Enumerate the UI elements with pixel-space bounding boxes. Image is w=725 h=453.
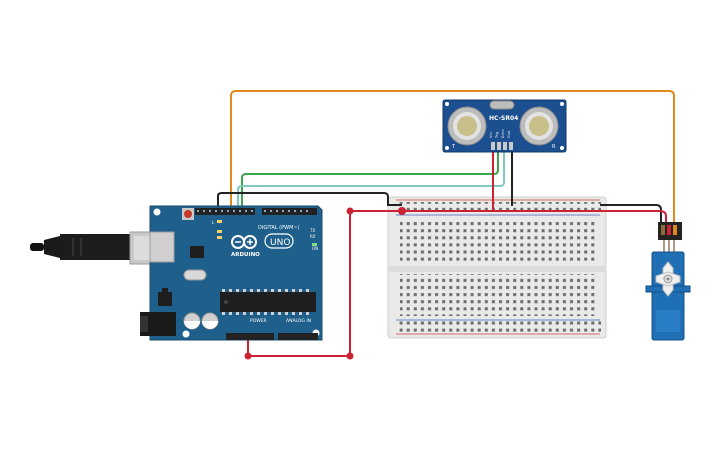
on-led-label: ON [312, 246, 318, 251]
voltage-regulator-tab [162, 288, 168, 292]
usb-chip [190, 246, 204, 258]
pin-label-echo: Echo [501, 130, 505, 139]
sensor-pin-header[interactable] [491, 142, 513, 150]
breadboard-bottom-power-rail [396, 319, 601, 335]
atmega-microcontroller [220, 292, 316, 312]
junction-dot[interactable] [398, 207, 406, 215]
l-led [217, 220, 222, 223]
servo-label-area [656, 310, 680, 332]
breadboard-center-channel [388, 266, 606, 272]
wire-black-arduino-gnd[interactable] [217, 192, 402, 212]
micro-servo-motor[interactable] [645, 222, 691, 341]
voltage-regulator [158, 292, 172, 306]
left-transducer [447, 106, 487, 146]
power-pin-header[interactable] [226, 333, 274, 340]
right-transducer [519, 106, 559, 146]
breadboard-terminal-top [400, 222, 596, 264]
sensor-corner-left: T [451, 144, 456, 150]
breadboard[interactable] [387, 196, 607, 339]
usb-b-port[interactable] [149, 231, 175, 263]
brand-label: ARDUINO [231, 252, 260, 258]
wire-orange-servo-signal[interactable] [230, 90, 675, 232]
pin-label-gnd: Gnd [507, 131, 511, 138]
mounting-hole [182, 330, 190, 338]
breadboard-top-power-rail [396, 199, 601, 216]
analog-pin-header[interactable] [278, 333, 318, 340]
wire-green-trig[interactable] [241, 150, 499, 212]
sensor-corner-right: R [552, 144, 556, 150]
uno-badge [264, 233, 294, 249]
sensor-label: HC-SR04 [489, 115, 518, 122]
digital-header-label: DIGITAL (PWM~) [258, 225, 300, 231]
on-led [312, 243, 317, 246]
power-header-label: POWER [250, 318, 267, 324]
pin-label-trig: Trig [495, 132, 499, 139]
reset-button-cap[interactable] [184, 210, 192, 218]
pin-label-vcc: Vcc [489, 132, 493, 138]
junction-dot[interactable] [346, 207, 354, 215]
wire-teal-echo[interactable] [237, 150, 505, 212]
rx-label: RX [310, 234, 316, 239]
wire-black-servo-gnd[interactable] [600, 204, 662, 232]
crystal [183, 269, 207, 281]
hc-sr04-ultrasonic-sensor[interactable]: HC-SR04 T R Vcc Trig Echo Gnd [442, 99, 567, 153]
arduino-uno-board[interactable]: DIGITAL (PWM~) TX RX L ON ARDUINO UNO [140, 205, 323, 341]
breadboard-terminal-bottom [400, 274, 596, 316]
mounting-hole [153, 208, 161, 216]
junction-dot[interactable] [346, 352, 354, 360]
l-led-label: L [212, 220, 215, 225]
junction-dot[interactable] [244, 352, 252, 360]
wire-red-servo-vcc[interactable] [402, 210, 667, 232]
tx-led [217, 230, 222, 233]
arduino-logo-icon [231, 235, 257, 249]
servo-horn[interactable] [655, 261, 681, 297]
tx-label: TX [309, 228, 315, 233]
model-label: UNO [270, 238, 290, 248]
rx-led [217, 236, 222, 239]
crystal-oscillator [489, 100, 515, 110]
analog-header-label: ANALOG IN [286, 318, 311, 324]
